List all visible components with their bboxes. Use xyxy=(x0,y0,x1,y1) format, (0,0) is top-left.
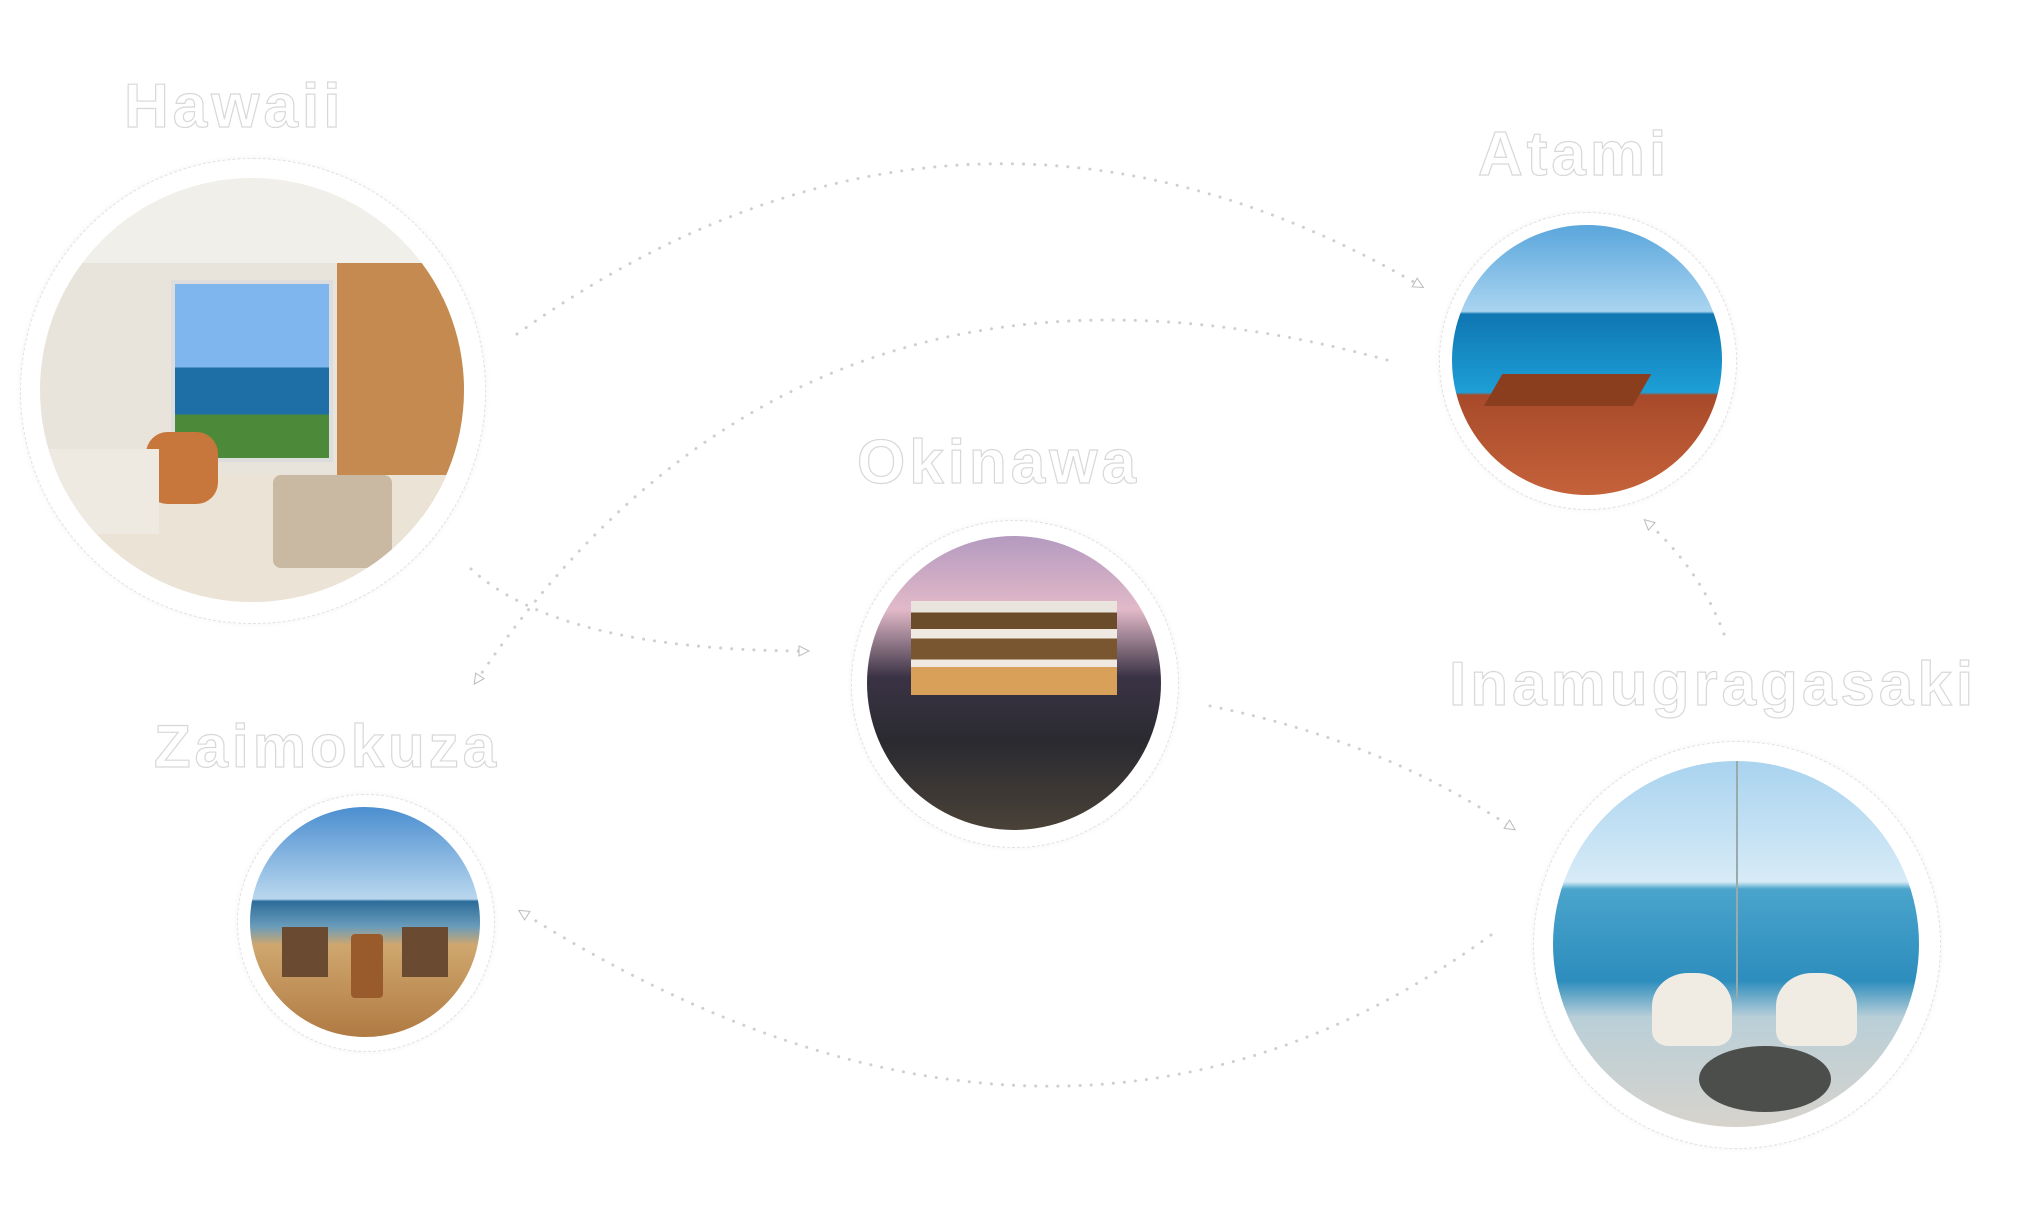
connector-hawaii-atami xyxy=(515,162,1425,336)
atami-photo[interactable] xyxy=(1452,225,1722,495)
destination-label-hawaii: Hawaii xyxy=(123,72,345,141)
zaimokuza-photo[interactable] xyxy=(250,807,480,1037)
inamugragasaki-photo[interactable] xyxy=(1553,761,1919,1127)
okinawa-photo[interactable] xyxy=(867,536,1161,830)
destination-label-okinawa: Okinawa xyxy=(856,428,1140,497)
destination-label-atami: Atami xyxy=(1477,120,1671,189)
connector-inamugragasaki-atami xyxy=(1643,518,1726,636)
connector-okinawa-inamugragasaki xyxy=(1208,704,1517,831)
connector-hawaii-okinawa xyxy=(469,567,811,657)
destination-label-zaimokuza: Zaimokuza xyxy=(153,713,501,780)
connector-inamugragasaki-zaimokuza xyxy=(517,909,1493,1088)
destination-label-inamugragasaki: Inamugragasaki xyxy=(1448,650,1978,719)
hawaii-photo[interactable] xyxy=(40,178,464,602)
